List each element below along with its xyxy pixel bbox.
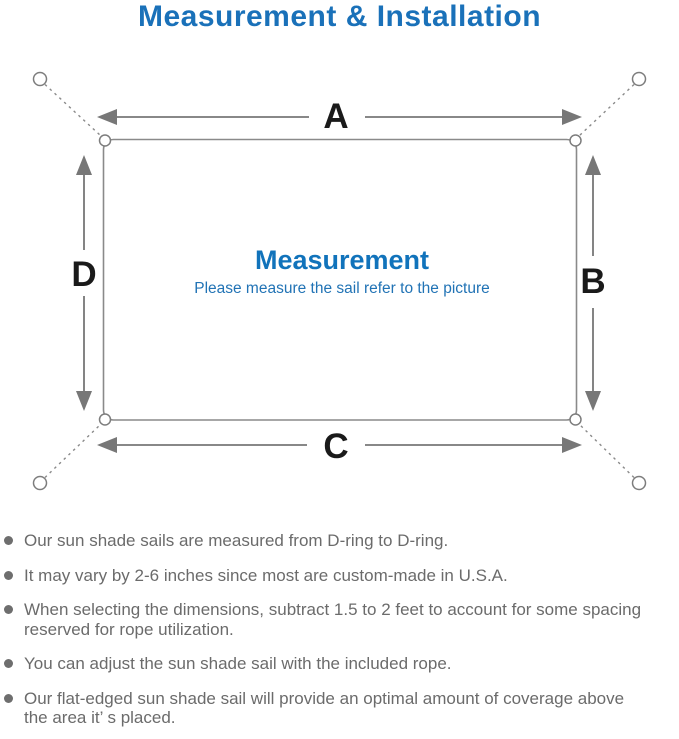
- page-title: Measurement & Installation: [137, 0, 542, 33]
- diagram-center-subtitle: Please measure the sail refer to the pic…: [194, 280, 490, 297]
- bullet-icon: [4, 659, 13, 668]
- rope-dashed-line-top-left: [44, 83, 101, 137]
- list-item-text: You can adjust the sun shade sail with t…: [24, 654, 452, 673]
- d-ring-grommet-top-right: [569, 134, 582, 147]
- sail-outline: [102, 138, 578, 421]
- bullet-icon: [4, 570, 13, 580]
- list-item: It may vary by 2-6 inches since most are…: [3, 566, 677, 586]
- list-item-text: It may vary by 2-6 inches since most are…: [24, 565, 508, 585]
- anchor-ring-top-left: [32, 71, 48, 87]
- list-item: When selecting the dimensions, subtract …: [3, 600, 677, 639]
- bullet-icon: [4, 605, 13, 614]
- dimension-label-a: A: [323, 97, 348, 136]
- list-item: Our flat-edged sun shade sail will provi…: [3, 689, 677, 728]
- list-item-text: Our flat-edged sun shade sail will provi…: [24, 688, 625, 728]
- dimension-label-b: B: [580, 262, 605, 301]
- anchor-ring-bottom-left: [32, 475, 48, 491]
- dimension-label-d: D: [71, 255, 96, 294]
- notes-list: Our sun shade sails are measured from D-…: [3, 531, 677, 739]
- list-item-text: Our sun shade sails are measured from D-…: [24, 531, 449, 550]
- rope-dashed-line-top-right: [579, 83, 635, 137]
- diagram-center-title: Measurement: [255, 245, 429, 275]
- measurement-diagram: A B C D Measurement Please measure the s…: [32, 71, 647, 491]
- d-ring-grommet-bottom-left: [98, 413, 112, 426]
- dimension-label-c: C: [323, 427, 348, 466]
- d-ring-grommet-bottom-right: [569, 413, 582, 426]
- rope-dashed-line-bottom-right: [579, 423, 635, 479]
- bullet-icon: [4, 536, 13, 545]
- list-item-text: When selecting the dimensions, subtract …: [24, 600, 642, 639]
- list-item: Our sun shade sails are measured from D-…: [3, 531, 677, 551]
- bullet-icon: [4, 693, 13, 703]
- anchor-ring-bottom-right: [631, 475, 647, 491]
- rope-dashed-line-bottom-left: [44, 423, 101, 479]
- anchor-ring-top-right: [631, 71, 647, 87]
- list-item: You can adjust the sun shade sail with t…: [3, 654, 677, 674]
- d-ring-grommet-top-left: [98, 134, 112, 147]
